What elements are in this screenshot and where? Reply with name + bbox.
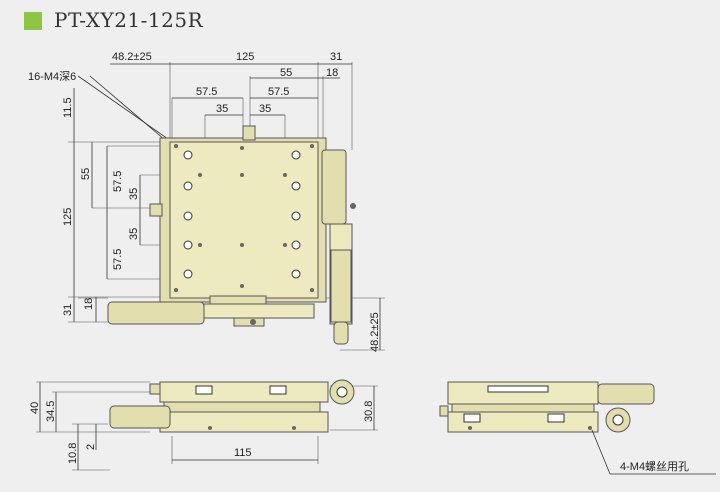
dim-18-top: 18 [326,67,338,79]
callout-screw-holes: 4-M4螺丝用孔 [620,460,689,473]
dim-31-top: 31 [330,51,342,63]
dim-57-5-left: 57.5 [196,86,217,98]
dim-35-left: 35 [216,103,228,115]
y-micrometer-mount [321,149,347,225]
x-micrometer-thimble [107,301,205,325]
front-view: 4-M4螺丝用孔 [439,381,716,475]
dim-48-2-right: 48.2±25 [369,312,381,352]
dim-57-5-right: 57.5 [268,86,289,98]
x-micrometer-barrel [203,303,315,319]
dim-125-left: 125 [62,208,74,226]
dim-55-left: 55 [80,168,92,180]
side-lock [149,203,163,217]
dim-35-v2: 35 [128,228,140,240]
side-micrometer [109,405,171,429]
top-view: 48.2±25 125 31 55 18 57.5 57.5 35 35 16-… [28,51,385,352]
dim-10-8: 10.8 [67,443,79,464]
dim-57-5-v1: 57.5 [112,171,124,192]
dim-35-v1: 35 [128,188,140,200]
y-micrometer-tip [333,321,349,345]
dim-2: 2 [85,444,97,450]
dim-55-top: 55 [280,67,292,79]
dim-125-top: 125 [236,51,254,63]
dim-11-5: 11.5 [62,97,74,118]
dim-34-5: 34.5 [45,401,57,422]
callout-tapped-holes: 16-M4深6 [28,70,76,83]
title-bar: PT-XY21-125R [0,0,720,40]
page-title: PT-XY21-125R [54,8,204,32]
side-view: 40 34.5 10.8 2 115 30.8 [29,379,378,471]
dim-35-right: 35 [259,103,271,115]
side-base-plate [159,411,329,433]
dim-18-bottom: 18 [83,298,95,310]
front-top-plate [447,381,599,405]
side-lock [149,383,161,395]
dim-57-5-v2: 57.5 [112,249,124,270]
top-knob [242,125,256,141]
y-micrometer-thimble [330,249,352,323]
dim-48-2-top: 48.2±25 [112,51,152,63]
dim-115: 115 [234,447,252,459]
mounting-holes [174,144,356,325]
dim-31-bottom: 31 [62,304,74,316]
side-top-plate [159,381,329,403]
front-mid-plate [451,403,595,413]
title-marker [24,12,42,30]
dim-30-8: 30.8 [363,401,375,422]
dim-40: 40 [29,402,41,414]
side-mid-plate [163,401,321,413]
front-micrometer [597,383,655,405]
front-lock [439,405,449,417]
